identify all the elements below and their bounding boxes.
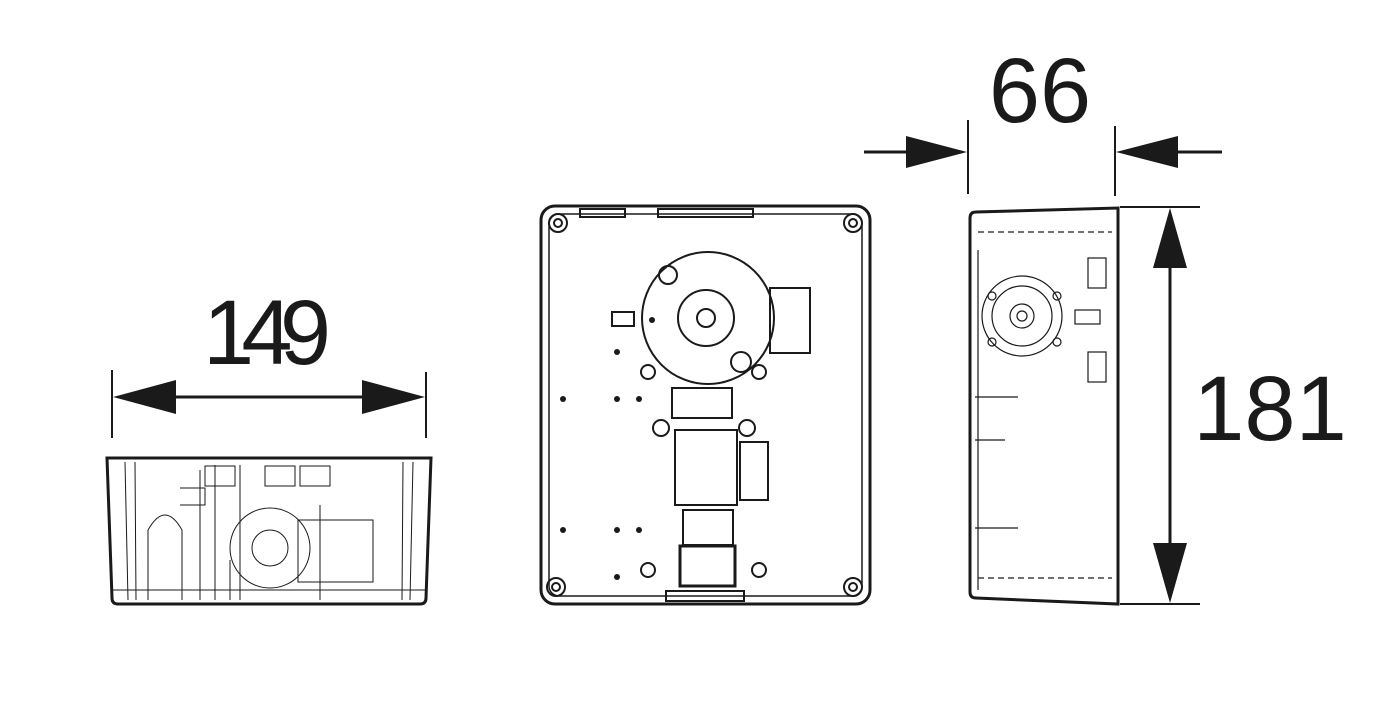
width-label: 149: [203, 282, 331, 384]
front-view: 149: [105, 282, 433, 606]
height-label: 181: [1193, 358, 1347, 460]
arrow-right-icon: [906, 136, 967, 168]
arrow-down-icon: [1153, 543, 1187, 603]
back-view-internals: [579, 208, 811, 602]
side-view-outline: [968, 206, 1120, 606]
front-view-internals: [112, 461, 426, 601]
arrow-left-icon: [113, 380, 176, 414]
arrow-right-icon: [362, 380, 425, 414]
depth-label: 66: [989, 40, 1091, 142]
back-view-outline: [539, 204, 872, 606]
back-view: [539, 204, 872, 606]
mounting-holes: [560, 317, 655, 580]
arrow-left-icon: [1116, 136, 1178, 168]
front-view-outline: [105, 456, 433, 606]
arrow-up-icon: [1153, 208, 1187, 268]
side-view: 66 181: [864, 40, 1347, 606]
corner-screws: [546, 213, 863, 597]
side-view-internals: [975, 231, 1112, 590]
